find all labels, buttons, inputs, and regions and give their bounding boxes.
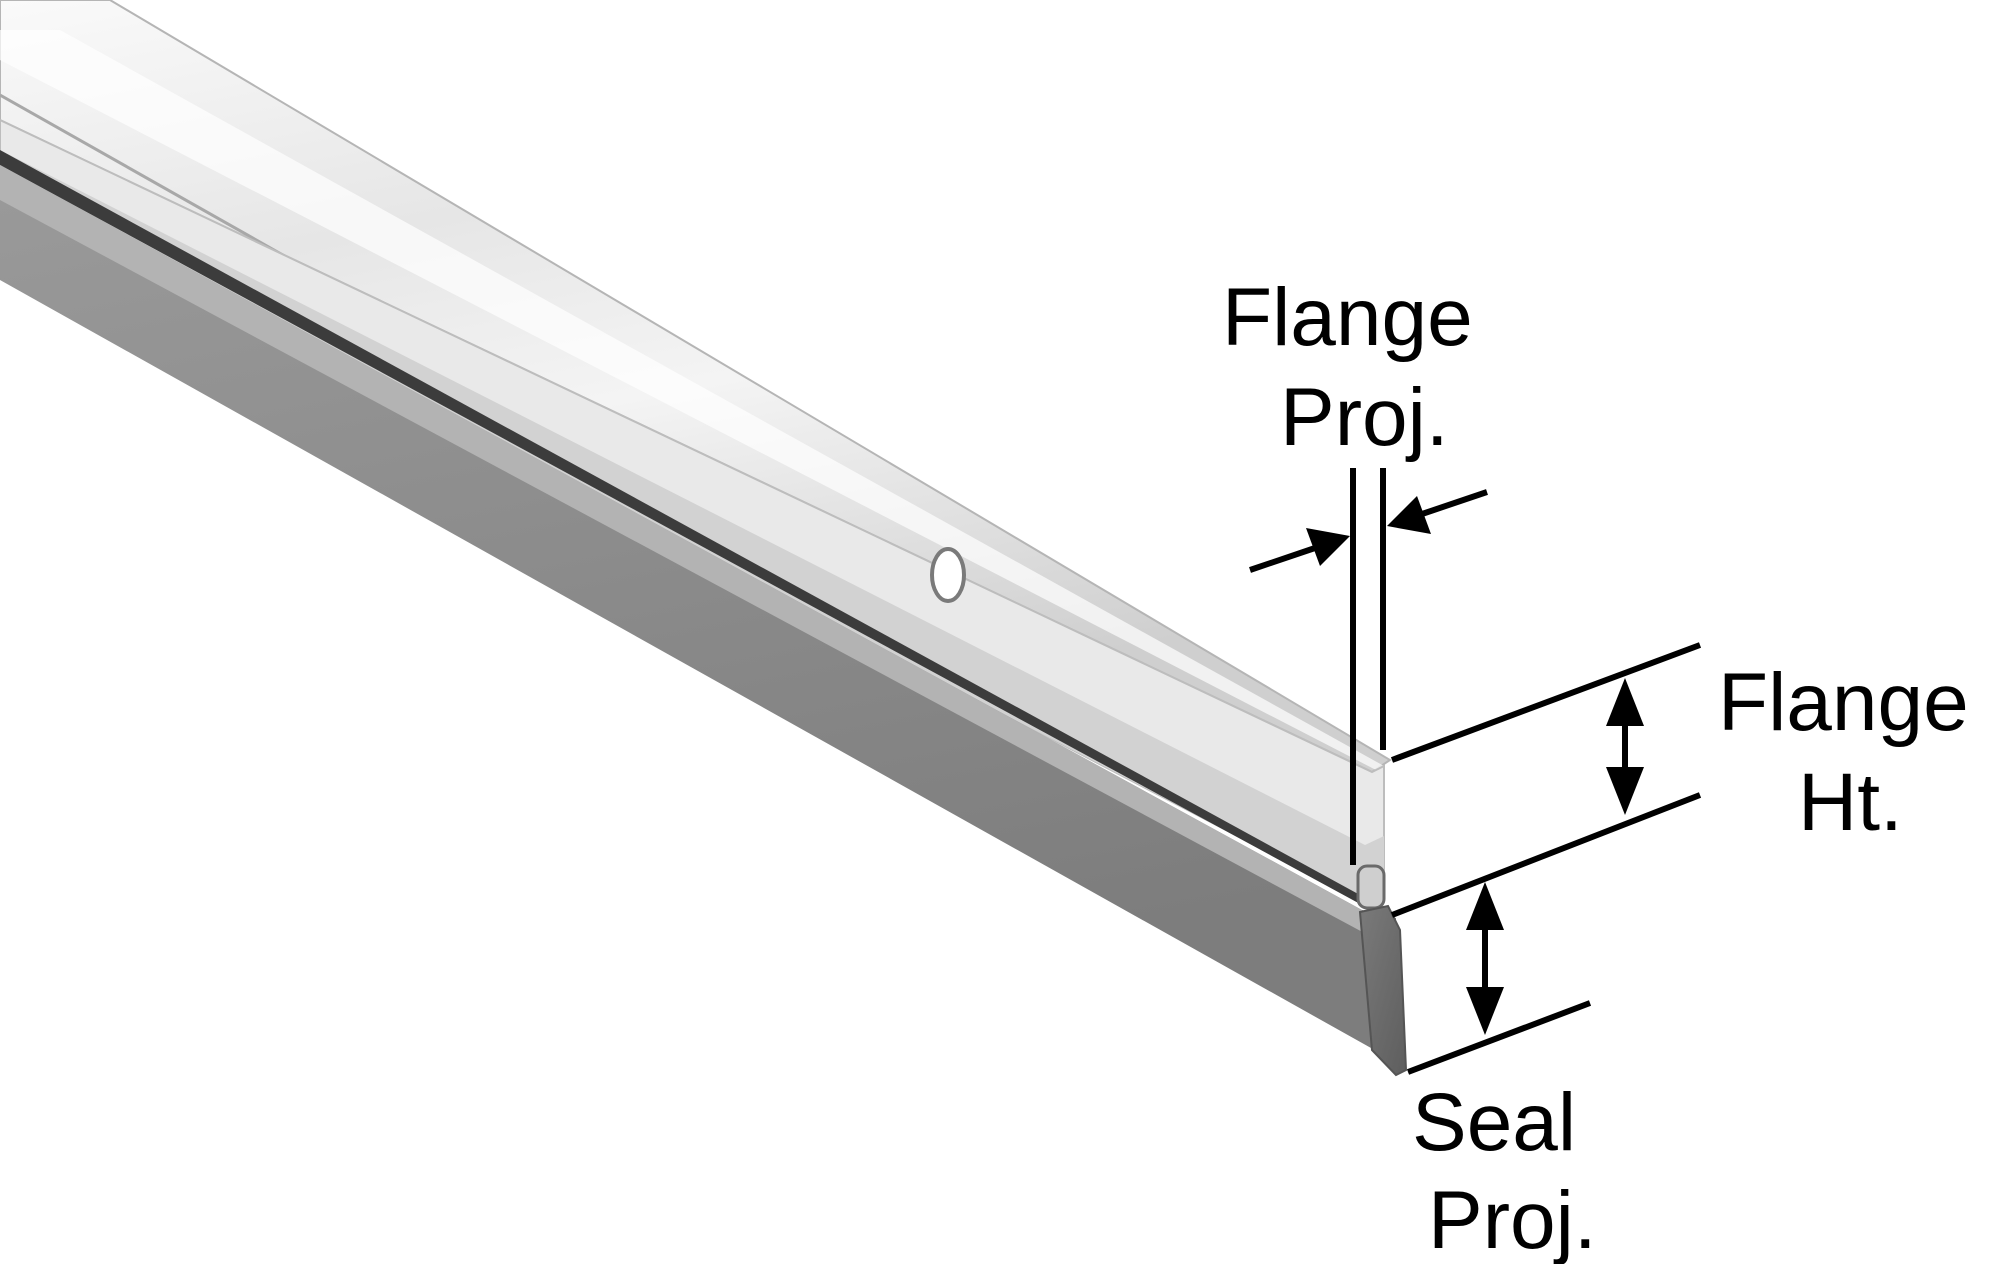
seal-proj-label-line2: Proj. [1428,1175,1597,1264]
seal-face [0,165,1396,1062]
flange-proj-arrow-right-shaft [1421,489,1488,517]
flange-ht-arrow-head-down [1606,767,1644,815]
seal-proj-ext-line-bottom [1406,1000,1592,1075]
flange-proj-dimension: Flange Proj. [1222,272,1488,865]
flange-proj-label-line1: Flange [1222,272,1473,363]
retainer-flange-shade [0,150,1384,900]
seal-proj-arrow-head-down [1466,987,1504,1035]
retainer-highlight [0,30,1384,770]
mounting-hole [930,547,966,603]
seal-end-profile [1358,904,1408,1077]
flange-proj-arrow-left-shaft [1249,545,1316,573]
aluminum-retainer [0,0,1392,910]
retainer-end-bead [1356,864,1386,910]
retainer-lip [0,150,1362,905]
vinyl-seal [0,165,1408,1077]
flange-ht-label-line2: Ht. [1798,757,1903,848]
seal-proj-dimension: Seal Proj. [1406,882,1597,1264]
seal-proj-arrow-head-up [1466,882,1504,930]
flange-ht-ext-line-bottom [1390,792,1702,918]
flange-proj-arrow-left-head [1306,528,1350,566]
flange-ht-arrow-head-up [1606,678,1644,726]
flange-proj-arrow-right-head [1387,496,1431,534]
seal-upper-ridge [0,165,1368,935]
flange-ht-label-line1: Flange [1718,657,1969,748]
flange-proj-label-line2: Proj. [1280,372,1449,463]
flange-ht-ext-line-top [1390,642,1702,763]
flange-ht-dimension: Flange Ht. [1390,642,1969,918]
seal-proj-label-line1: Seal [1412,1077,1576,1168]
